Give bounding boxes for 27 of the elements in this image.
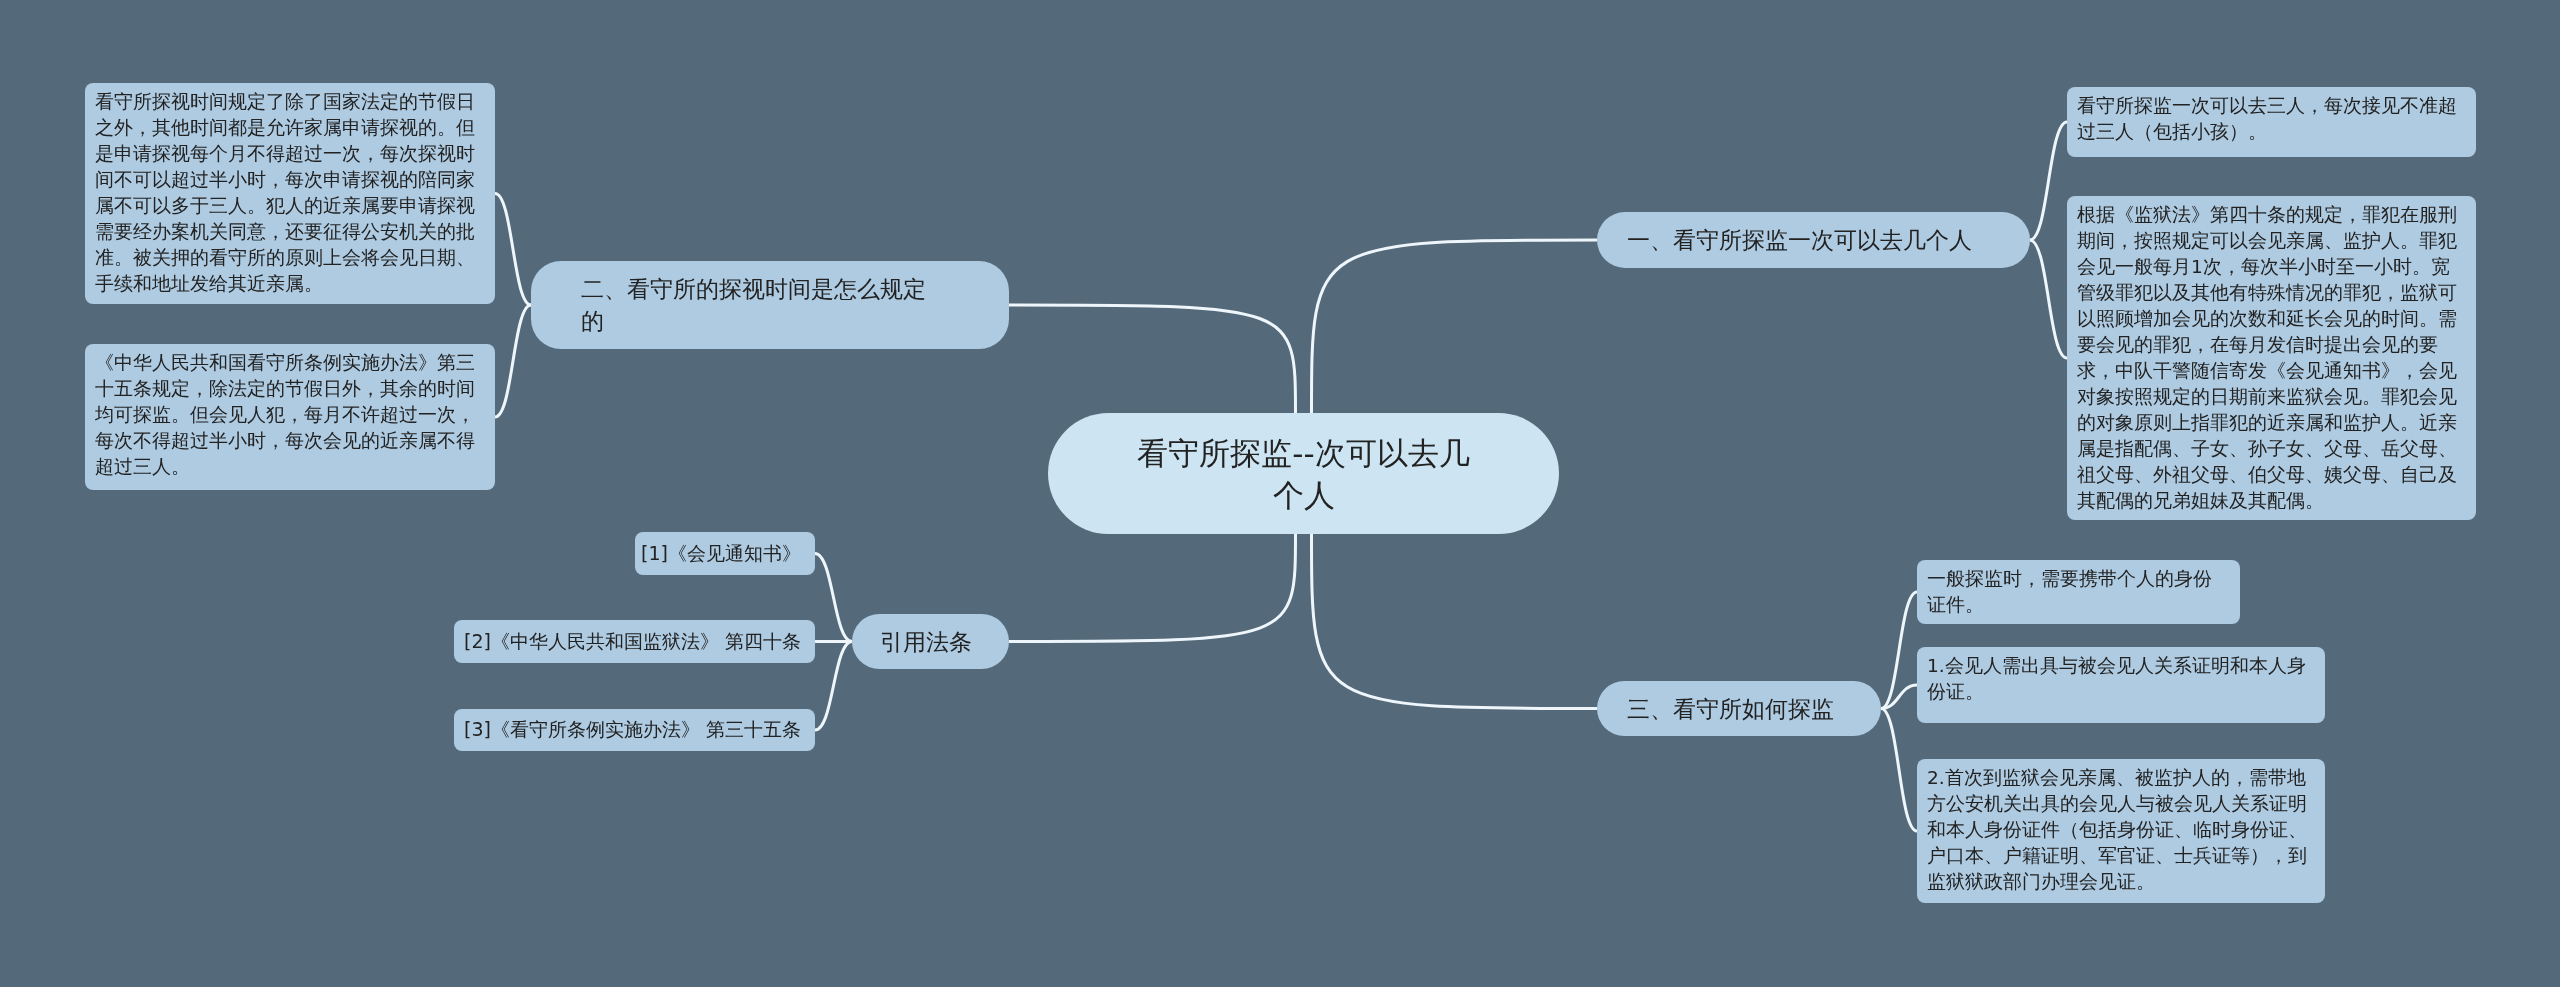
central-topic: 看守所探监--次可以去几个人 — [1048, 413, 1559, 534]
note-box: 根据《监狱法》第四十条的规定，罪犯在服刑期间，按照规定可以会见亲属、监护人。罪犯会见一般每月1次，每次半小时至一小时。宽管级罪犯以及其他有特殊情况的罪犯，监狱可以照顾增加会见的次数和延长会见的时间。需要会见的罪犯，在每月发信时提出会见的要求，中队干警随信寄发《会见通知书》，会见对象按照规定的日期前来监狱会见。罪犯会见的对象原则上指罪犯的近亲属和监护人。近亲属是指配偶、子女、孙子女、父母、岳父母、祖父母、外祖父母、伯父母、姨父母、自己及其配偶的兄弟姐妹及其配偶。 — [2067, 196, 2476, 520]
connector-line — [814, 552, 853, 643]
citation-box: [1]《会见通知书》 — [635, 532, 815, 575]
note-box: 看守所探监一次可以去三人，每次接见不准超过三人（包括小孩）。 — [2067, 87, 2476, 157]
note-box: 看守所探视时间规定了除了国家法定的节假日之外，其他时间都是允许家属申请探视的。但是申请探视每个月不得超过一次，每次探视时间不可以超过半小时，每次申请探视的陪同家属不可以多于三人。犯人的近亲属要申请探视需要经办案机关同意，还要征得公安机关的批准。被关押的看守所的原则上会将会见日期、手续和地址发给其近亲属。 — [85, 83, 495, 304]
connector-line — [1009, 534, 1297, 643]
connector-line — [2029, 238, 2068, 360]
connector-line — [1310, 238, 1597, 413]
topic-box: 三、看守所如何探监 — [1597, 681, 1881, 736]
connector-line — [1880, 590, 1918, 710]
connector-line — [814, 640, 853, 732]
connector-line — [494, 303, 532, 419]
connector-line — [2029, 120, 2068, 242]
note-box: 2.首次到监狱会见亲属、被监护人的，需带地方公安机关出具的会见人与被会见人关系证明和本人身份证件（包括身份证、临时身份证、户口本、户籍证明、军官证、士兵证等），到监狱狱政部门办理会见证。 — [1917, 759, 2325, 903]
connector-line — [1880, 707, 1918, 833]
citation-box: [2]《中华人民共和国监狱法》 第四十条 — [454, 620, 815, 663]
topic-box: 一、看守所探监一次可以去几个人 — [1597, 212, 2030, 268]
connector-line — [1310, 534, 1597, 710]
topic-box: 二、看守所的探视时间是怎么规定的 — [531, 261, 1009, 349]
note-box: 一般探监时，需要携带个人的身份证件。 — [1917, 560, 2240, 624]
note-box: 《中华人民共和国看守所条例实施办法》第三十五条规定，除法定的节假日外，其余的时间均可探监。但会见人犯，每月不许超过一次，每次不得超过半小时，每次会见的近亲属不得超过三人。 — [85, 344, 495, 490]
citation-box: [3]《看守所条例实施办法》 第三十五条 — [454, 709, 815, 751]
note-box: 1.会见人需出具与被会见人关系证明和本人身份证。 — [1917, 647, 2325, 723]
connector-line — [1009, 303, 1297, 413]
connector-line — [494, 192, 532, 307]
topic-box: 引用法条 — [852, 614, 1009, 669]
